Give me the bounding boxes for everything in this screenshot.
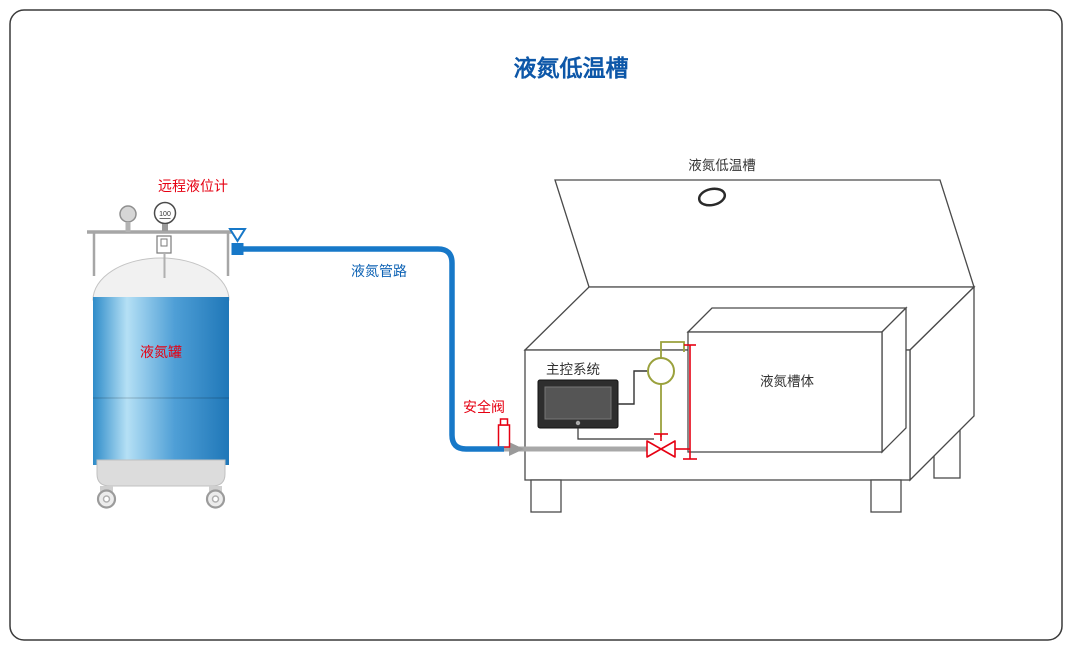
neck-valve-port [160, 238, 168, 247]
diagram-title: 液氮低温槽 [514, 55, 629, 81]
level-gauge-dial: 100 [153, 201, 177, 231]
wheel-right-hub [211, 495, 220, 503]
safety-valve-body [497, 424, 511, 448]
flow-arrow [509, 442, 524, 456]
cryo-bath-machine: 液氮低温槽 液氮槽体 主控系统 [523, 158, 976, 513]
safety-valve-label: 安全阀 [463, 399, 505, 415]
control-screen [544, 386, 612, 420]
nitrogen-pipeline: 液氮管路 [243, 246, 504, 452]
outlet-fitting [231, 243, 244, 255]
valve-left-triangle [646, 440, 662, 458]
dial-value: 100 [159, 211, 171, 218]
lid-opening-hole [697, 187, 727, 207]
gray-feed-pipe [504, 442, 648, 456]
control-system: 主控系统 [537, 362, 654, 440]
control-wire-upper [618, 370, 647, 405]
outlet-funnel-icon [228, 228, 247, 243]
pipeline-path [243, 246, 504, 452]
control-wire-lower [577, 428, 654, 440]
pump-tube-top [660, 341, 685, 358]
wheel-left-hub [102, 495, 111, 503]
tank-body [93, 297, 229, 465]
machine-leg-front-left [530, 479, 562, 513]
machine-leg-front-right [870, 479, 902, 513]
inner-tank-right [881, 306, 907, 454]
valve-right-triangle [660, 440, 676, 458]
pressure-gauge-icon [119, 205, 137, 223]
machine-label: 液氮低温槽 [688, 158, 756, 173]
level-gauge-label: 远程液位计 [158, 178, 228, 194]
pressure-gauge-stem [125, 222, 131, 232]
nitrogen-dewar: 100 远程液位计 液氮罐 [87, 178, 247, 509]
pipeline-label: 液氮管路 [351, 263, 407, 279]
control-knob [575, 420, 581, 426]
machine-lid [554, 179, 975, 288]
control-valve-icon [646, 433, 676, 458]
tank-label: 液氮罐 [140, 344, 182, 360]
inner-tank: 液氮槽体 [686, 306, 908, 454]
diagram-border [9, 9, 1063, 641]
red-piping [646, 344, 697, 460]
inner-tank-label: 液氮槽体 [760, 374, 814, 389]
safety-valve-cap [499, 418, 509, 426]
inner-tank-top [686, 307, 908, 333]
pump-sensor [647, 341, 685, 437]
inner-tank-front [687, 331, 883, 453]
pump-circle [647, 357, 675, 385]
control-system-label: 主控系统 [546, 362, 600, 377]
dial-stem [162, 224, 168, 231]
tank-base [96, 459, 226, 487]
